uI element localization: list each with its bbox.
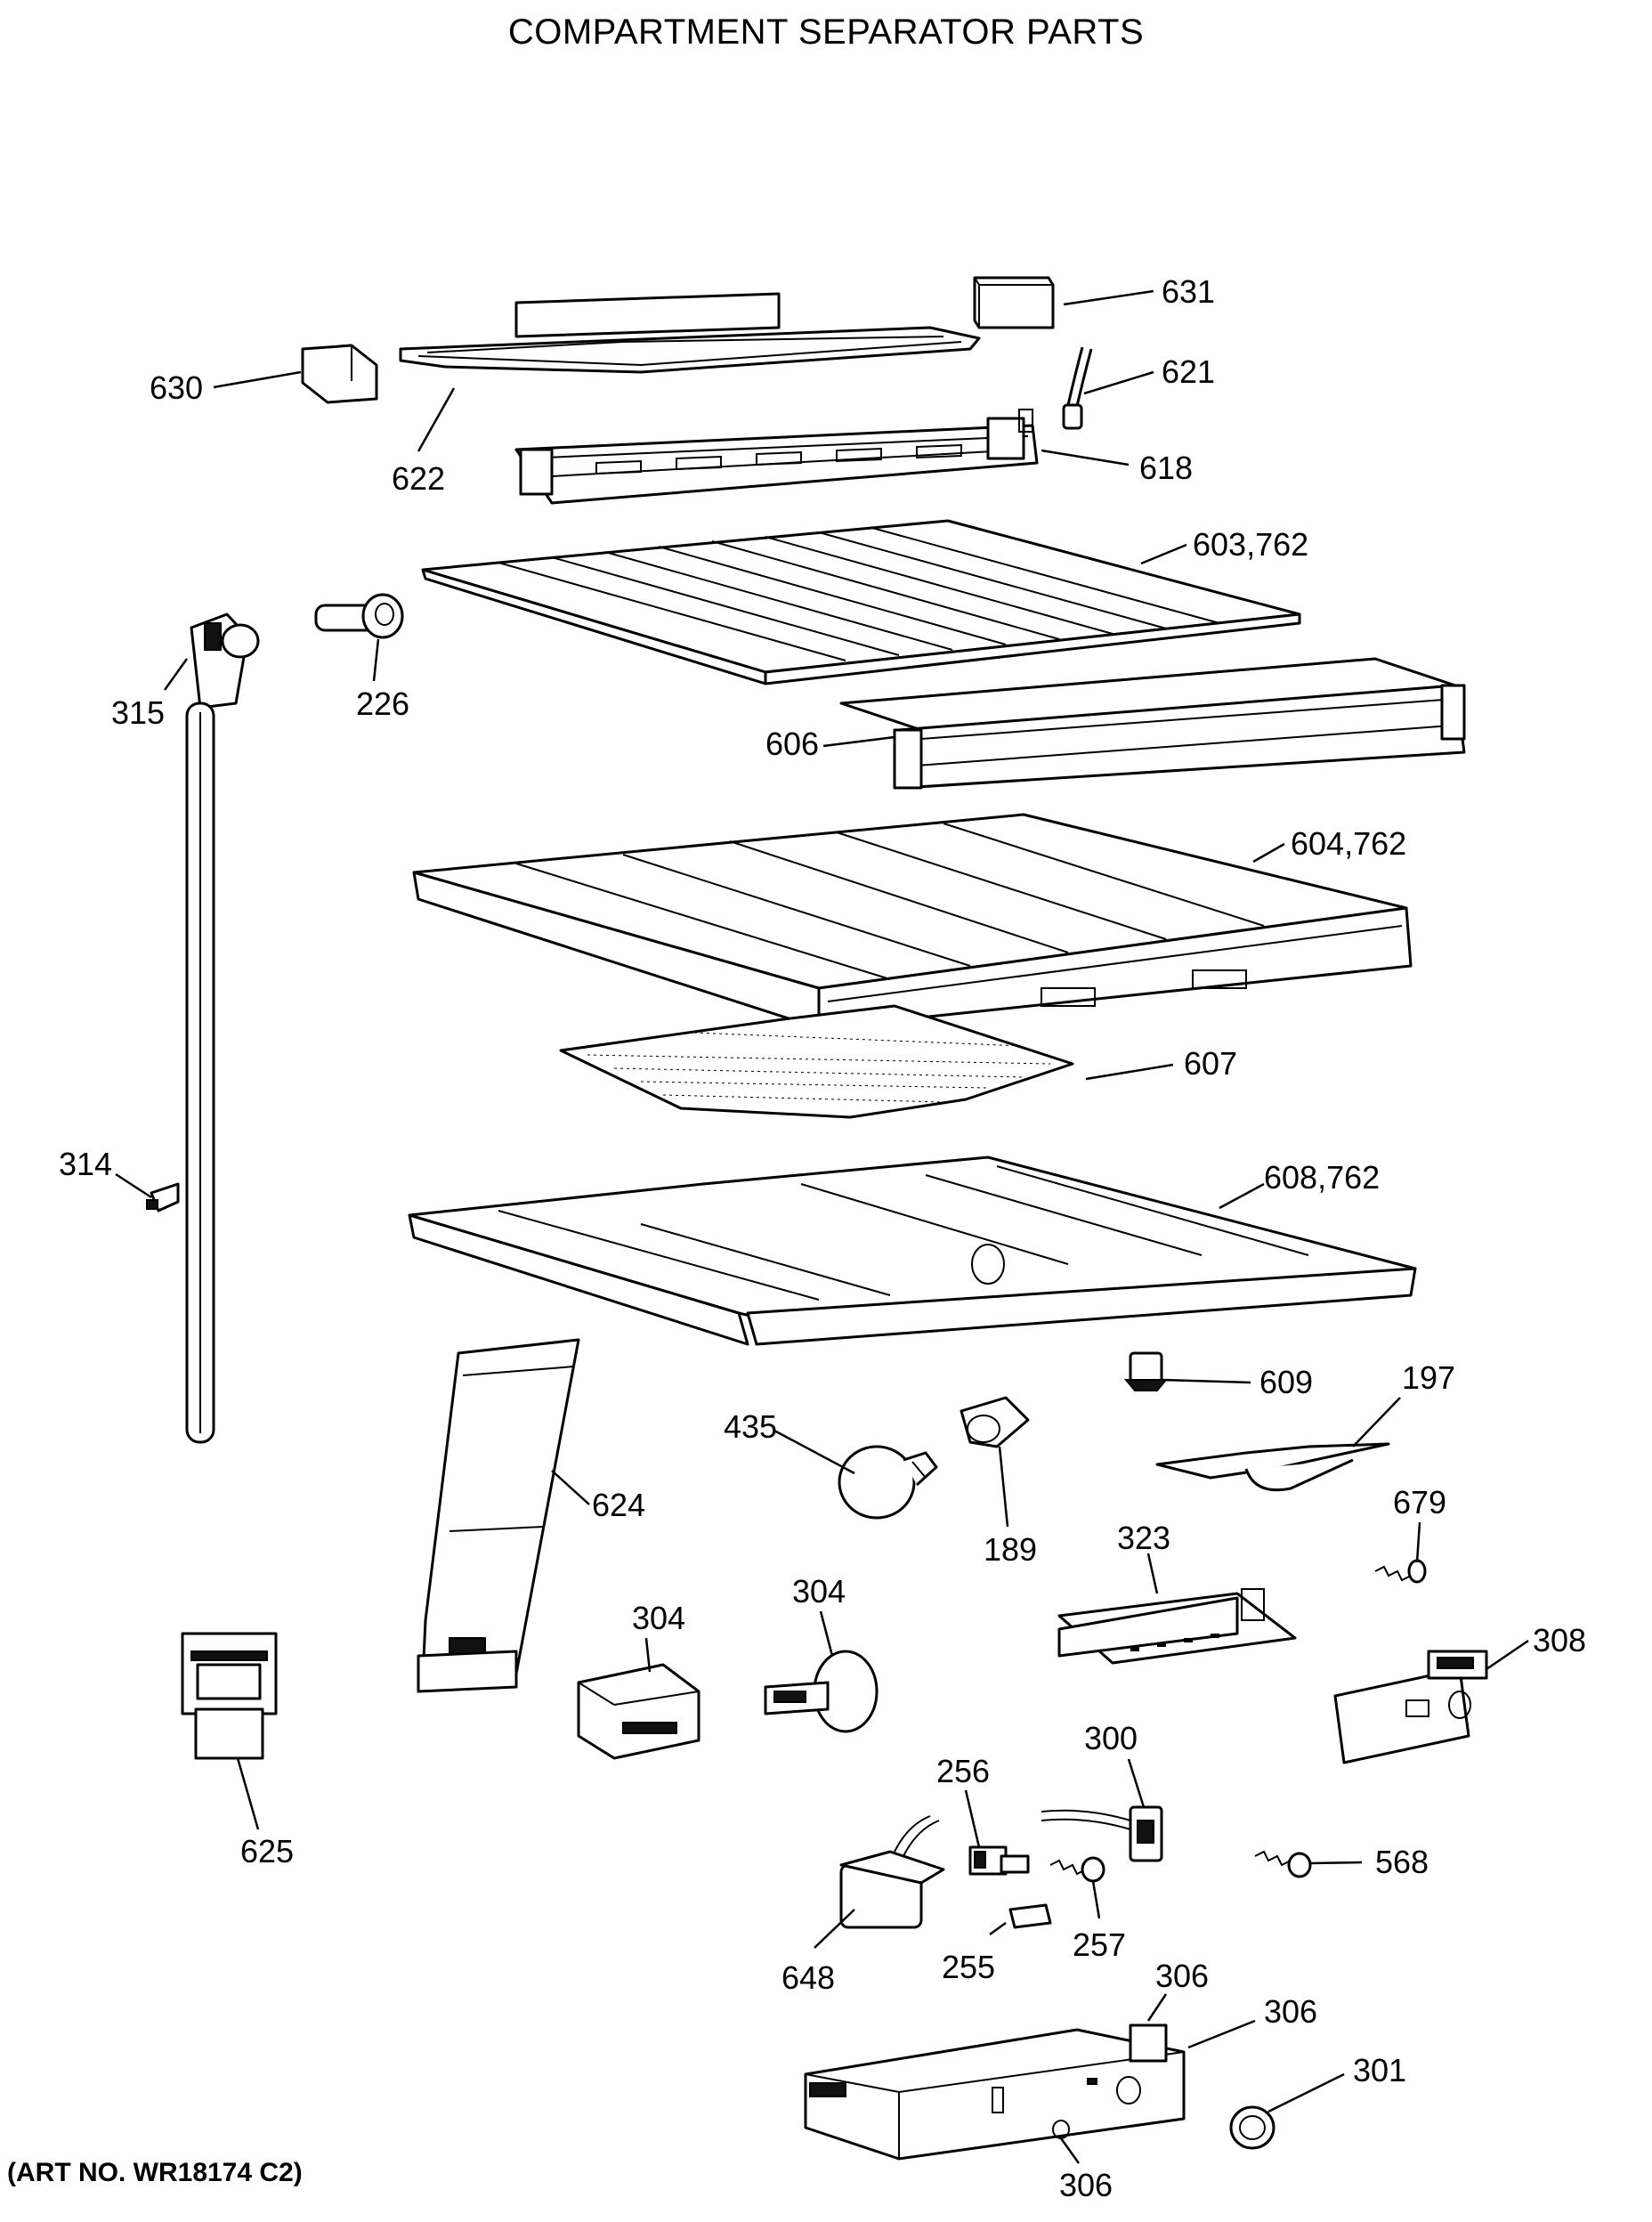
part-606 [839,657,1466,790]
callout-314: 314 [59,1146,112,1182]
part-323 [1057,1588,1297,1665]
part-648 [839,1815,945,1929]
callout-609: 609 [1259,1364,1313,1400]
part-607 [559,1004,1074,1119]
part-608-762 [408,1156,1417,1346]
part-300 [1041,1805,1163,1862]
art-number: (ART NO. WR18174 C2) [7,2158,303,2187]
callout-624: 624 [592,1487,645,1523]
callout-306-a: 306 [1155,1958,1209,1994]
part-304-housing [577,1663,700,1760]
part-306 [804,2023,1186,2161]
part-255 [1008,1903,1052,1929]
callout-625: 625 [240,1833,294,1869]
callout-607: 607 [1184,1045,1237,1082]
part-226 [314,593,404,639]
callout-679: 679 [1393,1484,1446,1521]
part-630 [301,344,378,404]
callout-622: 622 [392,460,445,497]
callout-308: 308 [1533,1622,1586,1658]
part-568 [1254,1850,1312,1878]
callout-603-762: 603,762 [1193,526,1308,563]
callout-435: 435 [724,1408,777,1445]
part-604-762 [412,813,1413,1030]
leader-lines [115,289,1529,2164]
part-618 [514,409,1039,505]
part-624 [417,1338,580,1693]
callout-300: 300 [1084,1720,1138,1756]
part-308 [1333,1650,1488,1764]
callout-301: 301 [1353,2052,1406,2088]
callout-197: 197 [1402,1359,1455,1396]
callout-323: 323 [1117,1520,1170,1556]
callout-256: 256 [936,1753,990,1789]
part-304-dial [764,1650,879,1733]
callout-608-762: 608,762 [1264,1159,1380,1196]
callout-621: 621 [1162,353,1215,390]
callout-306-b: 306 [1264,1993,1317,2030]
part-603-762 [421,519,1301,685]
callout-306-c: 306 [1059,2167,1113,2203]
part-631 [973,276,1055,329]
callout-304-housing: 304 [632,1600,685,1636]
part-301 [1229,2105,1275,2150]
callout-568: 568 [1375,1844,1429,1880]
callout-618: 618 [1139,450,1193,486]
part-314-clip [146,1182,180,1212]
part-435 [838,1445,938,1520]
callout-257: 257 [1073,1926,1126,1963]
part-621 [1062,346,1093,430]
part-314-rod [185,701,215,1444]
part-622 [399,292,981,374]
callout-630: 630 [150,369,203,406]
part-679 [1374,1559,1427,1584]
part-625 [181,1632,278,1760]
diagram-title: COMPARTMENT SEPARATOR PARTS [507,12,1145,52]
callout-631: 631 [1162,273,1215,310]
callout-606: 606 [765,726,819,762]
callout-255: 255 [942,1949,995,1985]
part-315 [190,612,260,710]
part-256 [968,1845,1030,1876]
callout-604-762: 604,762 [1291,825,1406,862]
callout-189: 189 [984,1531,1037,1568]
callout-315: 315 [111,694,165,731]
part-609 [1123,1351,1169,1391]
callout-226: 226 [356,685,409,722]
part-189 [960,1396,1030,1448]
part-257 [1049,1856,1105,1883]
callout-304-dial: 304 [792,1573,846,1610]
callout-648: 648 [781,1959,835,1996]
part-197 [1155,1442,1390,1492]
